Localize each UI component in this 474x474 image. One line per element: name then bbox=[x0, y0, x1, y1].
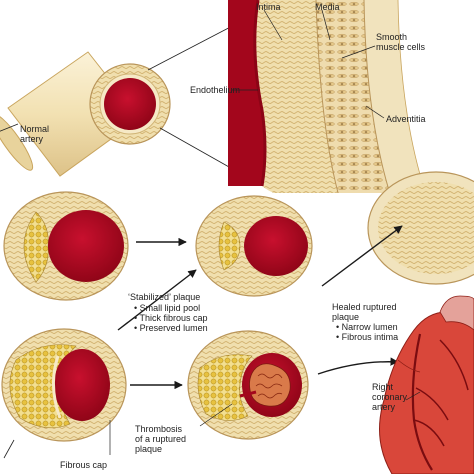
thrombosis-plaque bbox=[187, 330, 309, 440]
label-fibrous-cap: Fibrous cap bbox=[60, 460, 108, 470]
label-media: Media bbox=[315, 2, 340, 12]
wall-detail bbox=[228, 0, 474, 201]
lipid-rich-plaque bbox=[1, 328, 127, 442]
heart-illustration bbox=[379, 295, 474, 474]
zoom-line-top bbox=[147, 21, 241, 71]
label-normal-artery: Normal artery bbox=[20, 124, 50, 144]
stabilized-item: Preserved lumen bbox=[134, 323, 208, 333]
stabilized-list: Small lipid pool Thick fibrous cap Prese… bbox=[134, 303, 208, 333]
stabilized-item: Thick fibrous cap bbox=[134, 313, 208, 323]
normal-artery-tube bbox=[0, 51, 171, 177]
arrow-to-heart bbox=[317, 357, 399, 375]
label-intima: Intima bbox=[256, 2, 281, 12]
label-right-coronary: Right coronary artery bbox=[372, 382, 408, 412]
label-smooth-muscle: Smooth muscle cells bbox=[376, 32, 426, 52]
healed-item: Narrow lumen bbox=[336, 322, 398, 332]
label-healed-title: Healed ruptured plaque bbox=[332, 302, 397, 322]
healed-plaque bbox=[367, 171, 474, 285]
healed-list: Narrow lumen Fibrous intima bbox=[336, 322, 399, 342]
arrow-to-healed bbox=[321, 225, 403, 287]
label-endothelium: Endothelium bbox=[190, 85, 241, 95]
stabilized-item: Small lipid pool bbox=[134, 303, 208, 313]
arrow-to-stabilized-up bbox=[117, 269, 197, 331]
stabilized-plaque bbox=[195, 195, 313, 297]
label-thrombosis: Thrombosis of a ruptured plaque bbox=[135, 424, 187, 454]
label-stabilized-title: ‘Stabilized’ plaque bbox=[128, 292, 201, 302]
label-adventitia: Adventitia bbox=[386, 114, 426, 124]
healed-item: Fibrous intima bbox=[336, 332, 399, 342]
early-plaque bbox=[3, 191, 129, 301]
